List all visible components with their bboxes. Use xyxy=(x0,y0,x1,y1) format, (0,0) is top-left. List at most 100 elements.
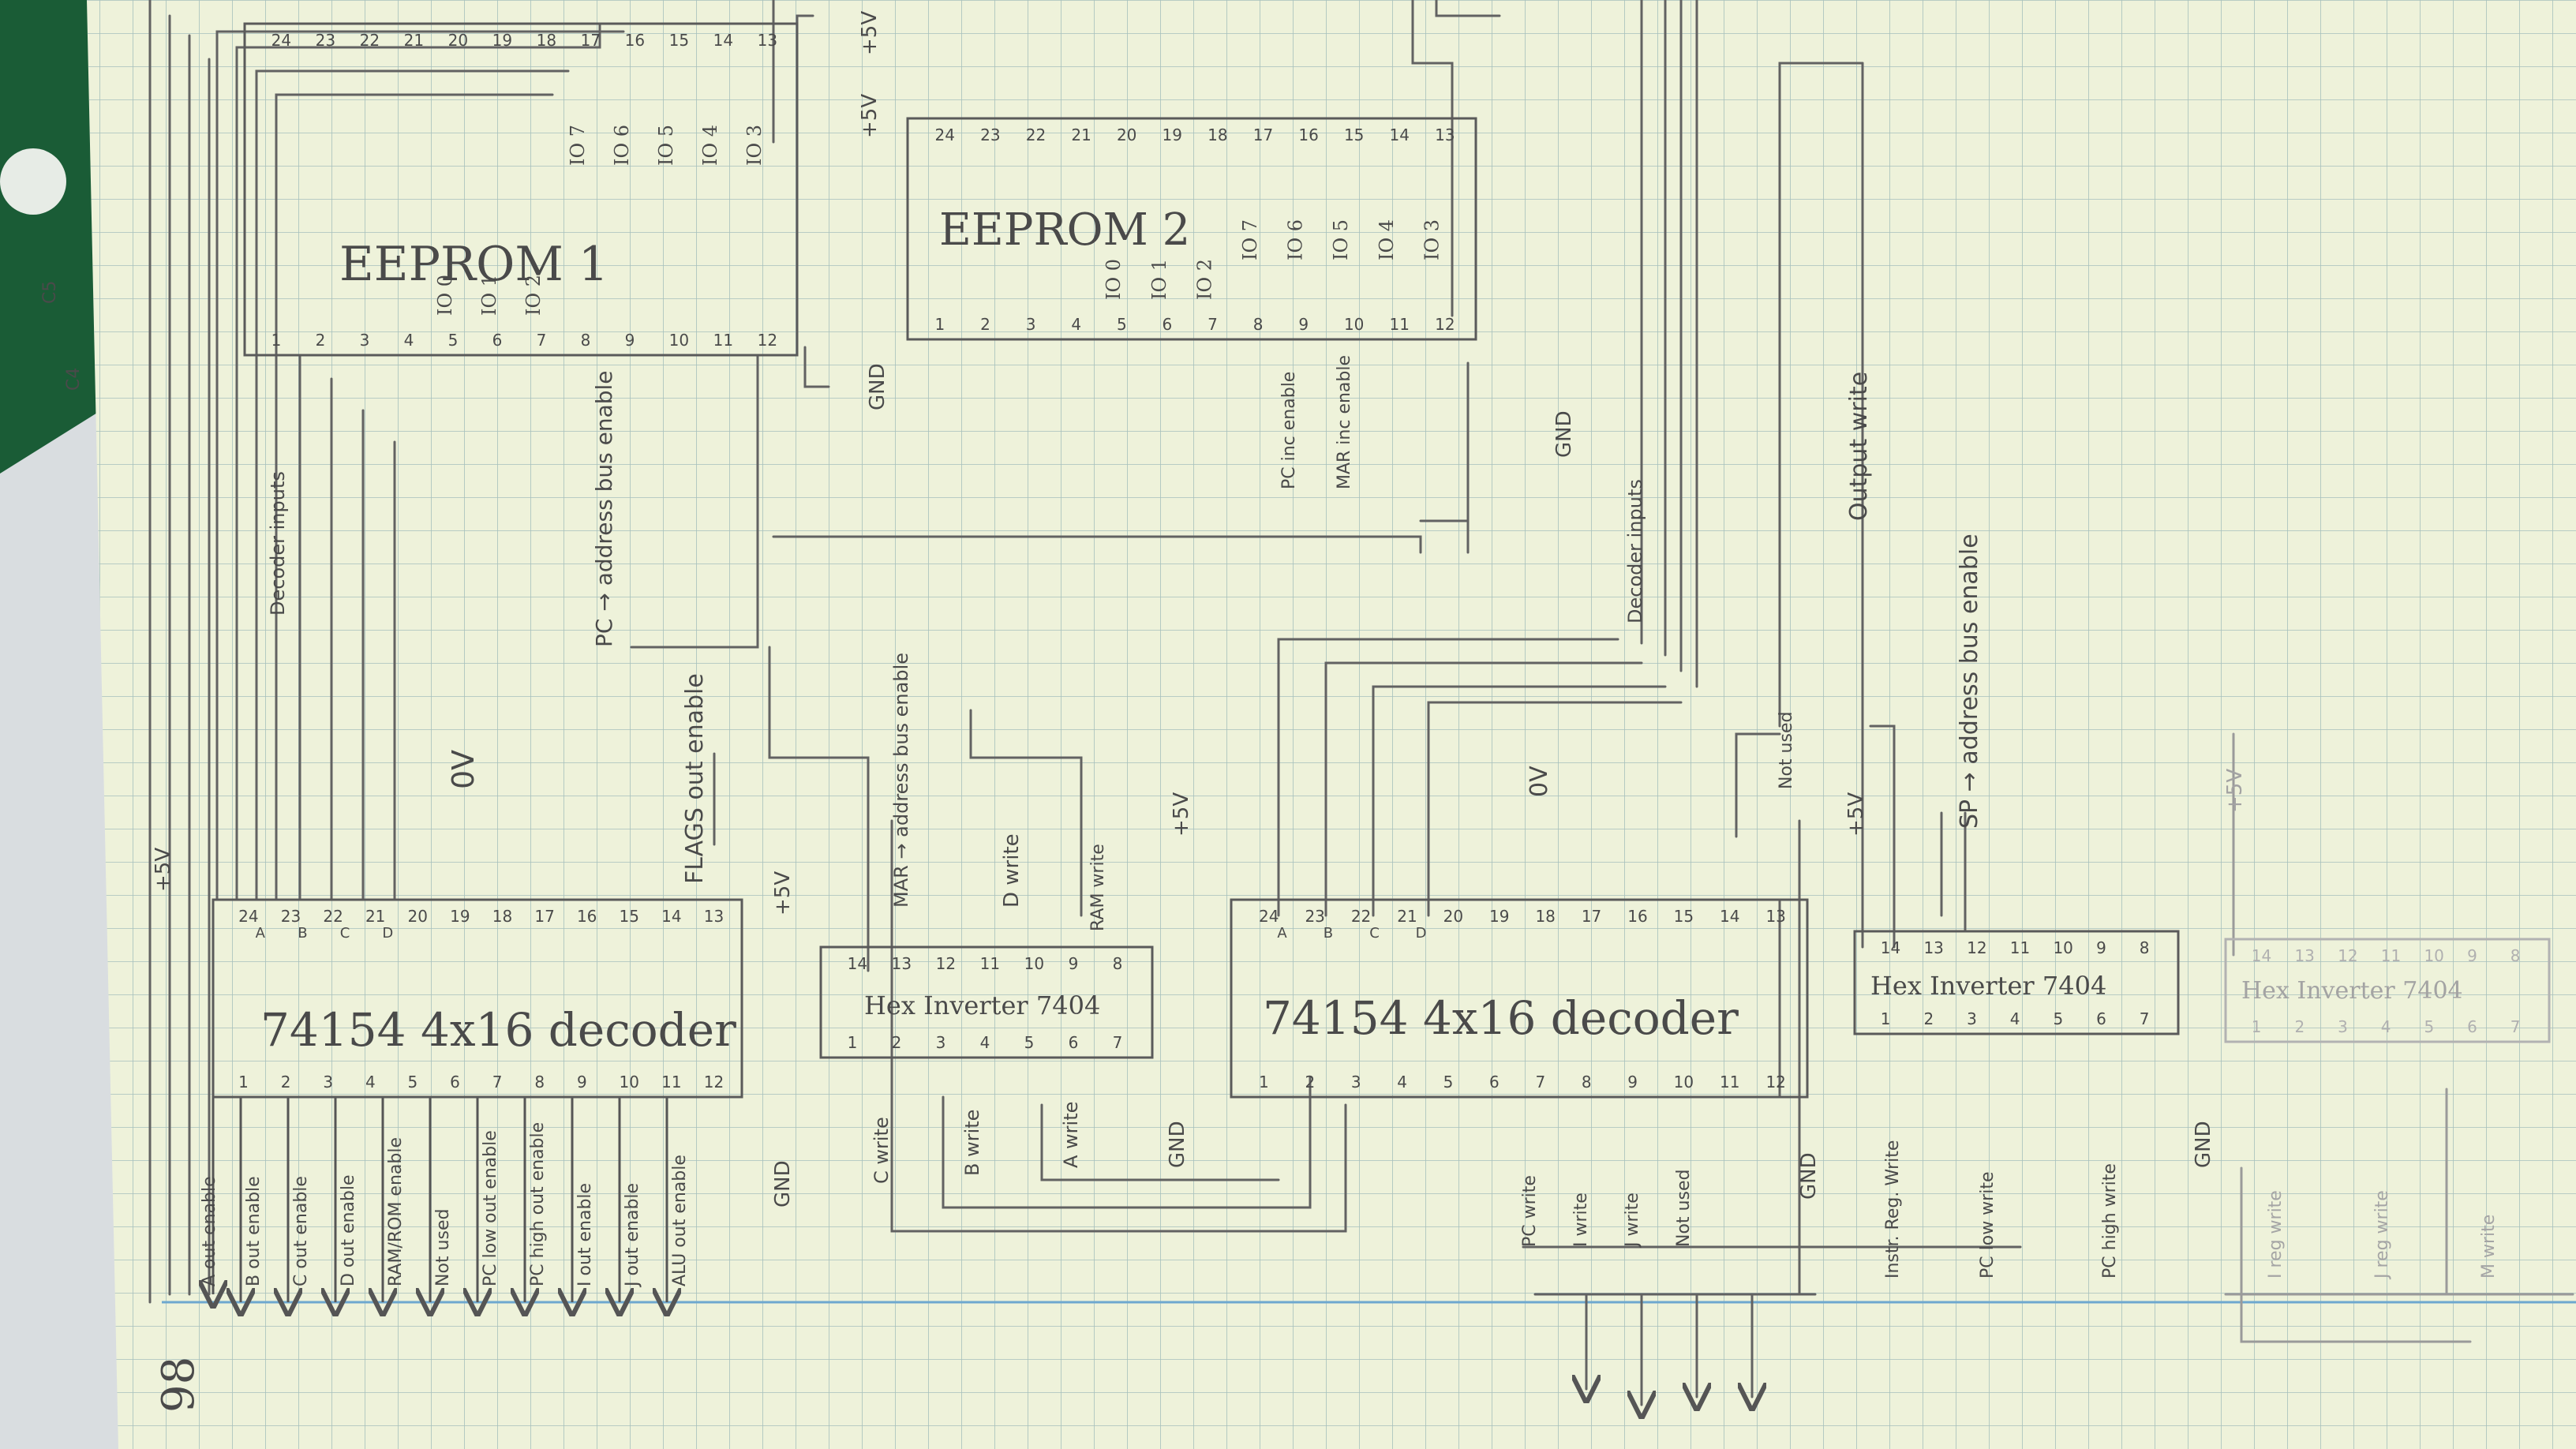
decoder2-pin-top: 20 xyxy=(1443,907,1463,926)
eeprom1-io-label: IO 3 xyxy=(743,125,766,166)
hex1-pin-bottom: 5 xyxy=(1024,1033,1035,1052)
decoder1-pin-bottom: 7 xyxy=(492,1073,503,1091)
eeprom2-pin-bottom: 6 xyxy=(1163,315,1173,334)
signal-d-out-enable: D out enable xyxy=(339,1174,358,1286)
eeprom2-outline xyxy=(906,117,1477,341)
hex1-pin-bottom: 4 xyxy=(980,1033,990,1052)
decoder1-pin-bottom: 2 xyxy=(281,1073,291,1091)
eeprom2-pin-bottom: 12 xyxy=(1435,315,1455,334)
c5-silkscreen: C5 xyxy=(40,281,60,304)
eeprom1-io-label: IO 2 xyxy=(522,275,545,316)
hex2-pin-top: 13 xyxy=(1923,938,1943,957)
hex3-pin-top: 8 xyxy=(2510,946,2521,965)
eeprom2-pin-bottom: 10 xyxy=(1344,315,1364,334)
eeprom2-pin-bottom: 1 xyxy=(935,315,945,334)
decoder1-pin-top: 19 xyxy=(450,907,470,926)
eeprom2-pin-top: 13 xyxy=(1435,125,1455,144)
decoder1-pin-top: 24 xyxy=(238,907,258,926)
decoder2-plus5v-label: +5V xyxy=(1170,792,1193,837)
eeprom1-pin-top: 23 xyxy=(316,31,335,50)
decoder1-pin-bottom: 12 xyxy=(704,1073,724,1091)
labels: EEPROM 1 +5V GND EEPROM 2 +5V GND 74154 … xyxy=(152,11,2499,1288)
eeprom1-pin-top: 22 xyxy=(360,31,380,50)
eeprom1-io-label: IO 5 xyxy=(655,125,677,166)
signal-not-used-1: Not used xyxy=(433,1209,453,1286)
eeprom2-pin-top: 17 xyxy=(1253,125,1273,144)
signal-ram-write: RAM write xyxy=(1088,844,1108,931)
decoder1-pin-top: 17 xyxy=(534,907,554,926)
eeprom2-pin-top: 16 xyxy=(1298,125,1318,144)
decoder2-pin-bottom: 8 xyxy=(1582,1073,1592,1091)
eeprom2-pin-bottom: 11 xyxy=(1390,315,1410,334)
hex2-pin-bottom: 3 xyxy=(1967,1009,1977,1028)
hex2-pin-top: 9 xyxy=(2096,938,2106,957)
eeprom2-pin-bottom: 3 xyxy=(1026,315,1036,334)
signal-b-out-enable: B out enable xyxy=(244,1176,264,1286)
hex1-pin-top: 11 xyxy=(980,954,1000,973)
decoder2-pin-bottom: 11 xyxy=(1720,1073,1739,1091)
hex2-pin-bottom: 2 xyxy=(1923,1009,1934,1028)
eeprom1-outline xyxy=(243,22,799,357)
signal-ram-rom-enable: RAM/ROM enable xyxy=(386,1137,406,1286)
eeprom2-pin-bottom: 8 xyxy=(1253,315,1264,334)
decoder1-pin-top: 22 xyxy=(323,907,343,926)
decoder2-pin-top: 19 xyxy=(1489,907,1509,926)
decoder1-pin-letter: C xyxy=(340,925,350,942)
hex2-pin-top: 14 xyxy=(1881,938,1900,957)
eeprom1-io-label: IO 0 xyxy=(434,275,456,316)
eeprom2-io-label: IO 5 xyxy=(1330,219,1352,260)
c4-silkscreen: C4 xyxy=(64,368,84,391)
decoder1-pin-bottom: 4 xyxy=(365,1073,376,1091)
eeprom2-io-label: IO 3 xyxy=(1421,219,1443,260)
decoder2-pin-bottom: 1 xyxy=(1259,1073,1269,1091)
hex2-pin-top: 10 xyxy=(2053,938,2072,957)
decoder2-pin-bottom: 6 xyxy=(1489,1073,1500,1091)
eeprom1-title: EEPROM 1 xyxy=(339,237,608,292)
hex2-gnd-label: GND xyxy=(2192,1121,2215,1168)
hex2-pin-top: 12 xyxy=(1967,938,1986,957)
signal-instr-reg-write: Instr. Reg. Write xyxy=(1883,1140,1903,1279)
signal-not-used-3: Not used xyxy=(1777,712,1796,789)
decoder1-pin-bottom: 8 xyxy=(534,1073,545,1091)
eeprom2-plus5v-label: +5V xyxy=(858,94,882,138)
signal-a-out-enable: A out enable xyxy=(200,1176,219,1286)
decoder1-0v-label: 0V xyxy=(446,750,481,789)
eeprom1-pin-bottom: 10 xyxy=(669,331,689,350)
eeprom1-io-label: IO 1 xyxy=(478,275,500,316)
decoder2-pin-bottom: 2 xyxy=(1305,1073,1315,1091)
eeprom2-pin-top: 14 xyxy=(1390,125,1410,144)
signal-mar-address-bus: MAR → address bus enable xyxy=(890,653,912,908)
signal-flags-out-enable: FLAGS out enable xyxy=(681,673,709,884)
eeprom1-pin-top: 20 xyxy=(448,31,468,50)
hex2-pin-top: 8 xyxy=(2140,938,2150,957)
decoder2-pin-top: 17 xyxy=(1582,907,1601,926)
eeprom1-pin-top: 24 xyxy=(271,31,291,50)
hex2-title: Hex Inverter 7404 xyxy=(1870,971,2106,1001)
eeprom1-pin-top: 18 xyxy=(537,31,556,50)
eeprom2-io-label: IO 0 xyxy=(1103,259,1125,300)
signal-j-write: J write xyxy=(1623,1193,1642,1249)
decoder2-pin-top: 18 xyxy=(1535,907,1555,926)
decoder1-pin-top: 13 xyxy=(704,907,724,926)
eeprom2-pin-top: 15 xyxy=(1344,125,1364,144)
eeprom1-pin-bottom: 2 xyxy=(316,331,326,350)
eeprom1-pin-top: 16 xyxy=(625,31,645,50)
signal-pc-low-out-enable: PC low out enable xyxy=(481,1130,500,1286)
signal-alu-out-enable: ALU out enable xyxy=(670,1155,690,1286)
hex2-outline xyxy=(1853,930,2180,1035)
eeprom2-gnd-label: GND xyxy=(1552,410,1576,458)
decoder1-pin-top: 23 xyxy=(281,907,301,926)
output-arrows-1 xyxy=(213,1097,667,1302)
signal-a-write: A write xyxy=(1060,1102,1082,1168)
hex2-pin-top: 11 xyxy=(2010,938,2030,957)
eeprom2-io-label: IO 6 xyxy=(1285,219,1307,260)
decoder2-pin-bottom: 9 xyxy=(1627,1073,1638,1091)
decoder1-pin-bottom: 1 xyxy=(238,1073,249,1091)
signal-i-reg-write: I reg write xyxy=(2266,1190,2286,1279)
decoder1-pin-top: 20 xyxy=(408,907,428,926)
